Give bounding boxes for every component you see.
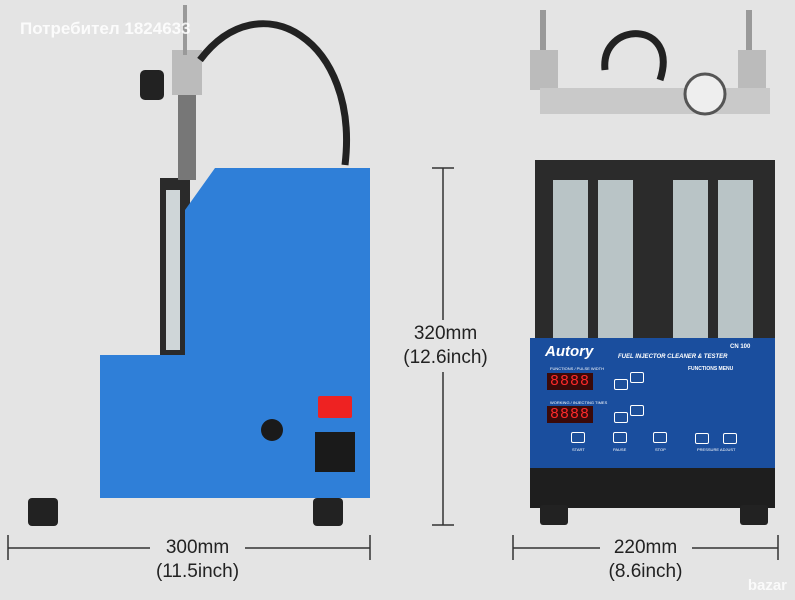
stop-button[interactable] — [653, 432, 667, 443]
pressure-adjust-label: PRESSURE ADJUST — [697, 447, 736, 452]
height-mm: 320mm — [413, 323, 478, 344]
panel-title: FUEL INJECTOR CLEANER & TESTER — [618, 354, 728, 360]
side-view-machine — [28, 5, 370, 526]
stop-label: STOP — [655, 447, 666, 452]
depth-mm: 300mm — [165, 537, 230, 558]
functions-menu-title: FUNCTIONS MENU — [688, 366, 734, 372]
width-mm: 220mm — [613, 537, 678, 558]
height-inch: (12.6inch) — [403, 347, 488, 368]
up-button-2[interactable] — [614, 412, 628, 423]
pause-label: PAUSE — [613, 447, 627, 452]
display2: 8888 — [547, 406, 594, 423]
model-label: CN 100 — [730, 344, 751, 350]
bazar-logo: bazar — [747, 577, 787, 594]
up-button-1[interactable] — [614, 379, 628, 390]
depth-inch: (11.5inch) — [155, 561, 240, 582]
depth-dimension: 300mm (11.5inch) — [145, 536, 250, 584]
start-button[interactable] — [571, 432, 585, 443]
pressure-plus-button[interactable] — [723, 433, 737, 444]
pressure-minus-button[interactable] — [695, 433, 709, 444]
display1-label: FUNCTIONS / PULSE WIDTH — [550, 366, 605, 371]
width-dimension: 220mm (8.6inch) — [598, 536, 693, 584]
display2-label: WORKING / INJECTING TIMES — [550, 400, 608, 405]
watermark: Потребител 1824633 — [20, 19, 191, 38]
pause-button[interactable] — [613, 432, 627, 443]
front-view-machine — [530, 10, 775, 525]
start-label: START — [572, 447, 585, 452]
height-dimension: 320mm (12.6inch) — [398, 322, 493, 370]
brand-logo: Autory — [545, 343, 594, 360]
width-inch: (8.6inch) — [608, 561, 683, 582]
display1: 8888 — [547, 373, 594, 390]
down-button-1[interactable] — [630, 372, 644, 383]
down-button-2[interactable] — [630, 405, 644, 416]
dimension-lines — [7, 167, 779, 560]
